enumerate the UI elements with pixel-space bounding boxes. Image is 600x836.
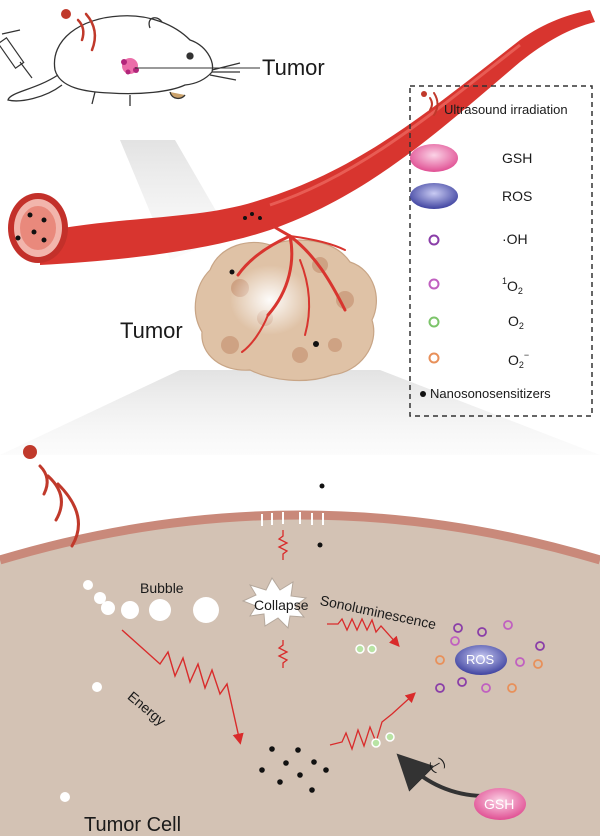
- tumor-cell-body: [0, 515, 600, 836]
- gsh-center-blob: [474, 788, 526, 820]
- vessel-cross-section: [8, 193, 68, 263]
- legend-gsh-label: GSH: [502, 150, 533, 166]
- collapse-label: Collapse: [254, 597, 309, 613]
- o2-pair-lower: [371, 732, 395, 748]
- legend-gsh-swatch: [410, 144, 458, 172]
- gsh-center-label: GSH: [484, 796, 515, 812]
- vessel-particles: [243, 212, 262, 220]
- legend-singlet-o2-label: 1O2: [502, 276, 523, 296]
- ros-cluster: [435, 620, 545, 693]
- blood-vessel: [40, 10, 595, 265]
- sonoluminescence-arrow: [327, 617, 400, 647]
- collapse-burst: [241, 577, 308, 630]
- cell-ultrasound-icon: [23, 445, 80, 548]
- legend-superoxide-label: O2−: [508, 350, 530, 370]
- membrane-pores: [261, 512, 324, 526]
- legend-oh-label: ·OH: [502, 231, 528, 247]
- bubbles: [60, 580, 219, 802]
- legend-title: Ultrasound irradiation: [444, 102, 568, 117]
- mouse-ultrasound-icon: [61, 9, 97, 52]
- membrane-zigzag: [277, 530, 289, 560]
- legend-singlet-o2-swatch: [428, 278, 440, 290]
- vessel-highlight: [269, 43, 521, 207]
- zoom-cone-lower: [0, 370, 600, 455]
- legend-oh-swatch: [428, 234, 440, 246]
- legend-nanosonosensitizer-swatch: [420, 391, 426, 397]
- tumor-tissue: [194, 239, 377, 382]
- legend-superoxide-swatch: [428, 352, 440, 364]
- legend-box: [409, 85, 593, 417]
- vessel-branches: [236, 213, 347, 353]
- legend-ros-label: ROS: [502, 188, 533, 204]
- legend-nanosonosensitizers-label: Nanosonosensitizers: [430, 386, 551, 401]
- ros-center-label: ROS: [466, 652, 495, 667]
- legend-o2-swatch: [428, 316, 440, 328]
- ros-generation-arrow: [329, 692, 416, 751]
- nanosonosensitizer-cluster: [259, 746, 329, 793]
- syringe-icon: [0, 29, 33, 79]
- tumor-cell-label: Tumor Cell: [84, 814, 182, 836]
- collapse-zigzag: [277, 640, 289, 668]
- energy-arrow: [121, 629, 244, 745]
- mouse-tumor-label: Tumor: [262, 55, 325, 80]
- legend-ultrasound-icon: [421, 91, 439, 116]
- bubble-label: Bubble: [140, 580, 184, 596]
- entering-particles: [317, 483, 325, 548]
- tumor-mass-label: Tumor: [120, 318, 183, 343]
- gsh-inhibition-arrow: [396, 753, 483, 798]
- o2-pair-upper: [355, 644, 377, 654]
- legend-ros-swatch: [410, 183, 458, 209]
- legend-o2-label: O2: [508, 313, 524, 331]
